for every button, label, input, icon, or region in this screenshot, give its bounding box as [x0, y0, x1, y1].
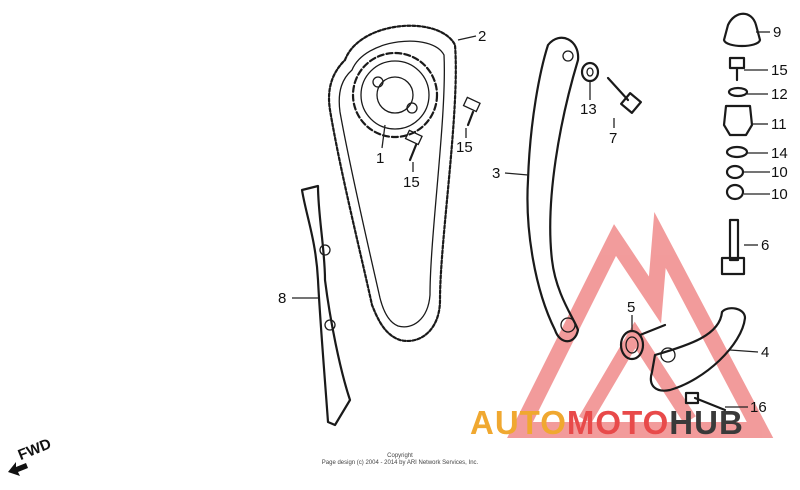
callout-9: 9	[773, 24, 781, 41]
callout-3: 3	[492, 165, 500, 182]
tensioner-pushrod	[720, 218, 746, 276]
tensioner-bolt-top	[728, 56, 746, 82]
callout-8: 8	[278, 290, 286, 307]
copyright-notice: Copyright Page design (c) 2004 - 2014 by…	[300, 453, 500, 467]
callout-15-sprocket-left: 15	[403, 174, 420, 191]
watermark-moto: MOTO	[566, 404, 670, 441]
fwd-arrow-icon	[8, 462, 28, 476]
watermark-hub: HUB	[669, 404, 744, 441]
callout-15-tensioner: 15	[771, 62, 788, 79]
callout-4: 4	[761, 344, 769, 361]
washer	[580, 61, 600, 83]
sprocket-bolt-left	[404, 129, 423, 162]
callout-11: 11	[771, 116, 787, 133]
tensioner-spring-seat-a	[725, 164, 745, 180]
cam-chain	[327, 24, 457, 343]
cam-chain-guide	[526, 36, 580, 343]
copyright-line-2: Page design (c) 2004 - 2014 by ARI Netwo…	[321, 460, 479, 466]
pivot-bolt	[606, 76, 642, 114]
callout-5: 5	[627, 299, 635, 316]
watermark-auto: AUTO	[470, 404, 567, 441]
watermark-logo-text: AUTOMOTOHUB	[470, 404, 744, 442]
tensioner-bolt-16	[684, 391, 727, 412]
o-ring-14	[725, 145, 749, 159]
callout-15-sprocket-right: 15	[456, 139, 473, 156]
callout-13: 13	[580, 101, 597, 118]
cam-sprocket	[351, 51, 439, 139]
o-ring-12	[727, 86, 749, 98]
callout-7: 7	[609, 130, 617, 147]
sprocket-bolt-right	[462, 96, 481, 127]
callout-2: 2	[478, 28, 486, 45]
callout-1: 1	[376, 150, 384, 167]
callout-10-upper: 10	[771, 164, 788, 181]
cam-chain-guide-rear	[300, 184, 352, 427]
callout-16: 16	[750, 399, 767, 416]
tensioner-arm	[649, 307, 747, 392]
callout-10-lower: 10	[771, 186, 788, 203]
copyright-line-1: Copyright	[387, 453, 413, 459]
callout-12: 12	[771, 86, 788, 103]
callout-14: 14	[771, 145, 788, 162]
tensioner-cap	[722, 12, 762, 48]
tensioner-body	[722, 104, 754, 137]
tensioner-spring	[619, 323, 667, 361]
watermark-triangle-logo	[507, 212, 774, 438]
callout-6: 6	[761, 237, 769, 254]
tensioner-spring-seat-b	[725, 183, 745, 201]
